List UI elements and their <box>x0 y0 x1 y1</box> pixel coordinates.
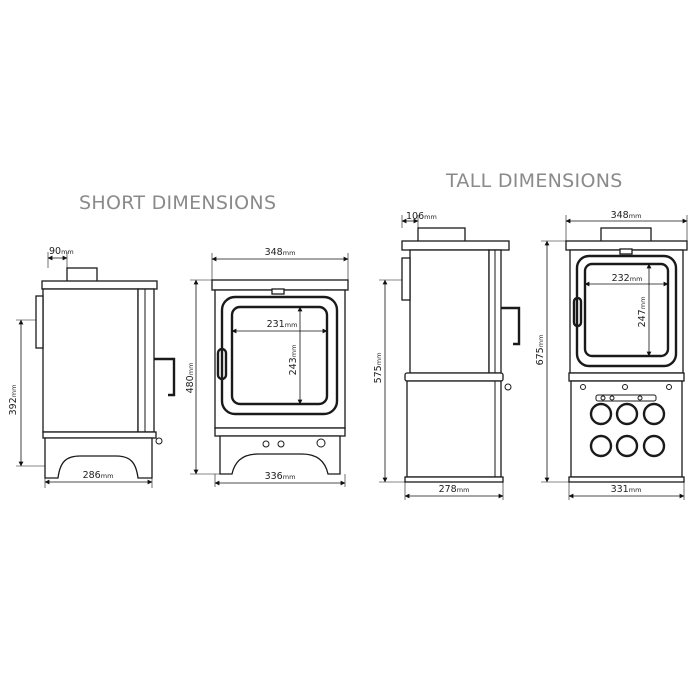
short-front-window-width-label: 231mm <box>267 319 298 330</box>
short-dimensions-title: SHORT DIMENSIONS <box>79 192 276 214</box>
tall-dimensions-title: TALL DIMENSIONS <box>445 170 623 192</box>
short-side-view <box>35 267 176 479</box>
short-side-flue-offset-label: 90mm <box>49 246 74 257</box>
tall-front-base-width-label: 331mm <box>611 484 642 495</box>
tall-side-dims: 106mm 575mm 278mm <box>373 211 504 500</box>
tall-side-depth-label: 278mm <box>439 484 470 495</box>
short-front-height-label: 480mm <box>185 363 196 394</box>
short-front-dims: 348mm 480mm 231mm 243mm 336mm <box>185 247 349 487</box>
short-front-view <box>211 279 349 475</box>
tall-front-window-height-label: 247mm <box>637 297 648 328</box>
tall-side-height-label: 575mm <box>373 353 384 384</box>
tall-front-dims: 348mm 675mm 232mm 247mm 331mm <box>535 210 688 500</box>
tall-side-flue-offset-label: 106mm <box>406 211 437 222</box>
short-front-top-width-label: 348mm <box>265 247 296 258</box>
tall-front-top-width-label: 348mm <box>611 210 642 221</box>
tall-front-view <box>565 227 688 483</box>
short-side-depth-label: 286mm <box>83 470 114 481</box>
short-front-window-height-label: 243mm <box>288 345 299 376</box>
short-side-height-label: 392mm <box>8 385 19 416</box>
short-front-base-width-label: 336mm <box>265 471 296 482</box>
short-side-dims: 90mm 392mm 286mm <box>8 246 153 488</box>
tall-side-view <box>401 227 521 483</box>
tall-front-height-label: 675mm <box>535 335 546 366</box>
tall-front-window-width-label: 232mm <box>612 273 643 284</box>
